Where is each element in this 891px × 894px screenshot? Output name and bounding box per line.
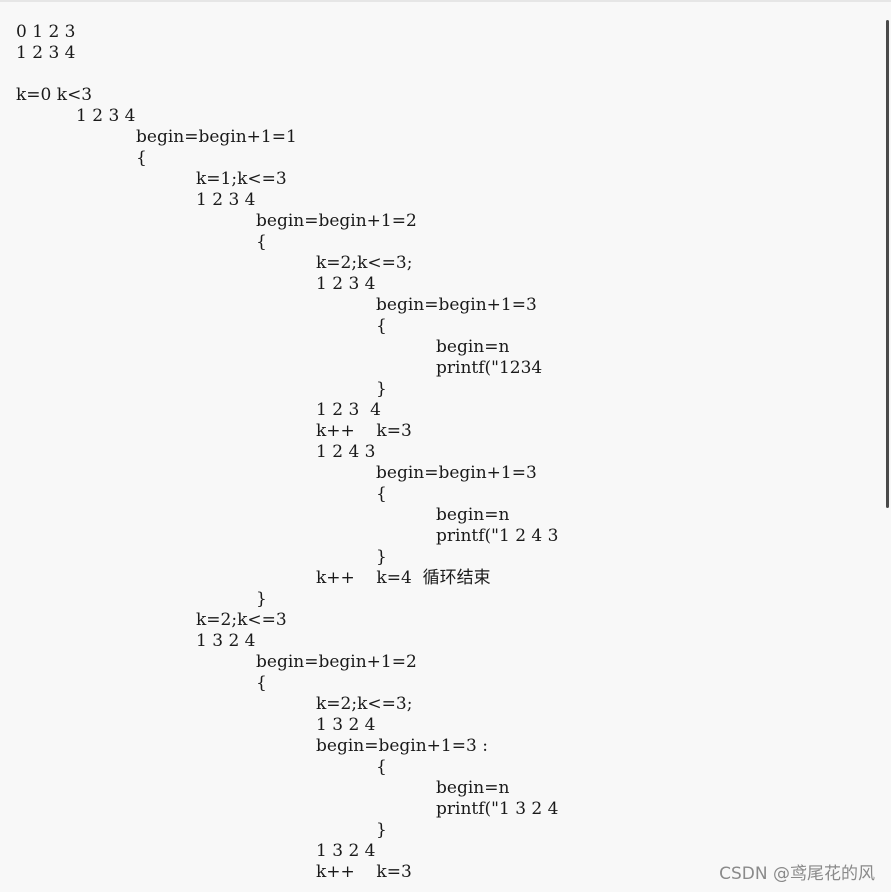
- document-line: begin=begin+1=2: [256, 652, 417, 672]
- document-line: k=0 k<3: [16, 85, 93, 105]
- document-line: 1 3 2 4: [316, 715, 376, 735]
- document-line: }: [376, 547, 387, 567]
- document-line: {: [376, 484, 387, 504]
- document-line: 1 3 2 4: [316, 841, 376, 861]
- document-line: k=2;k<=3;: [316, 253, 413, 273]
- document-line: begin=begin+1=2: [256, 211, 417, 231]
- document-line: 1 2 4 3: [316, 442, 376, 462]
- document-line: 1 3 2 4: [196, 631, 256, 651]
- document-line: begin=begin+1=3: [376, 295, 537, 315]
- csdn-watermark: CSDN @鸢尾花的风: [719, 864, 875, 884]
- document-line: {: [256, 673, 267, 693]
- document-line: 1 2 3 4: [316, 400, 381, 420]
- document-line: {: [376, 757, 387, 777]
- document-line: }: [376, 820, 387, 840]
- document-line: k=1;k<=3: [196, 169, 287, 189]
- document-line: {: [376, 316, 387, 336]
- document-line: k++ k=3: [316, 421, 412, 441]
- document-line: 1 2 3 4: [196, 190, 256, 210]
- document-line: {: [136, 148, 147, 168]
- document-line: 1 2 3 4: [76, 106, 136, 126]
- document-line: begin=n: [436, 778, 510, 798]
- document-line: k=2;k<=3: [196, 610, 287, 630]
- document-line: }: [376, 379, 387, 399]
- document-line: begin=begin+1=3 :: [316, 736, 488, 756]
- document-line: {: [256, 232, 267, 252]
- document-line: printf("1234: [436, 358, 543, 378]
- document-line: printf("1 3 2 4: [436, 799, 559, 819]
- document-line: 1 2 3 4: [16, 43, 76, 63]
- document-line: k++ k=3: [316, 862, 412, 882]
- document-line: 0 1 2 3: [16, 22, 76, 42]
- document-line: begin=begin+1=1: [136, 127, 297, 147]
- document-line: begin=begin+1=3: [376, 463, 537, 483]
- document-line: k++ k=4 循环结束: [316, 568, 491, 588]
- document-line: k=2;k<=3;: [316, 694, 413, 714]
- vertical-scrollbar[interactable]: [886, 20, 889, 508]
- document-line: begin=n: [436, 505, 510, 525]
- document-line: begin=n: [436, 337, 510, 357]
- document-line: }: [256, 589, 267, 609]
- document-line: 1 2 3 4: [316, 274, 376, 294]
- document-line: printf("1 2 4 3: [436, 526, 559, 546]
